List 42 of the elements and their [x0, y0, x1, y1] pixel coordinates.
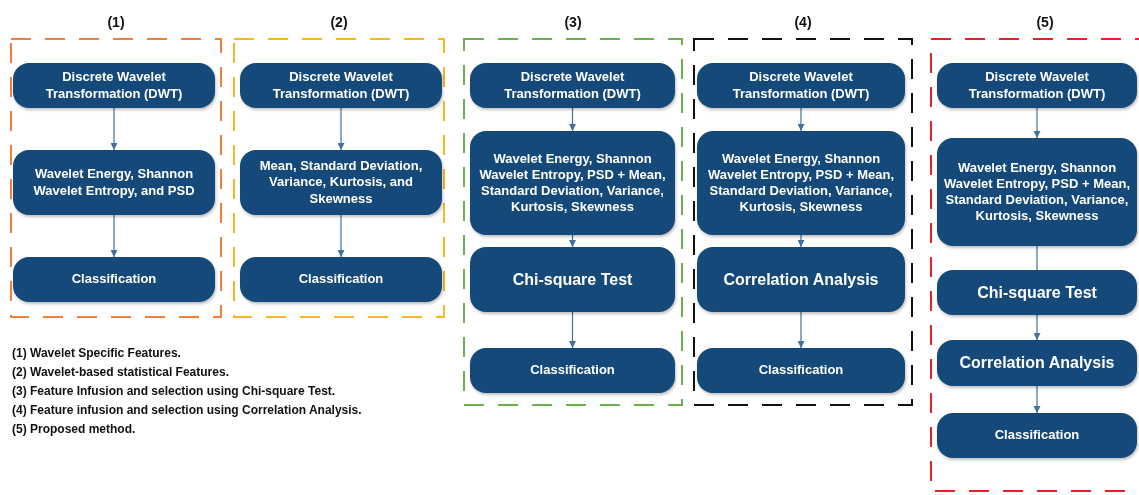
group-heading: (3) [563, 14, 583, 30]
arrow [797, 234, 805, 248]
process-box: Wavelet Energy, Shannon Wavelet Entropy, PSD + Mean, Standard Deviation, Variance, Kurtosis, Skewness [697, 131, 905, 235]
process-box: Classification [697, 348, 905, 393]
legend-note: (5) Proposed method. [12, 422, 137, 436]
legend-note: (2) Wavelet-based statistical Features. [12, 365, 230, 379]
process-box: Discrete Wavelet Transformation (DWT) [697, 63, 905, 108]
process-box: Discrete Wavelet Transformation (DWT) [240, 63, 442, 108]
arrow [110, 107, 118, 151]
arrow [569, 234, 576, 248]
process-box: Correlation Analysis [697, 247, 905, 312]
process-box: Mean, Standard Deviation, Variance, Kurtosis, and Skewness [240, 150, 442, 215]
process-box: Classification [470, 348, 675, 393]
arrow [797, 107, 805, 132]
arrow [1033, 107, 1041, 139]
process-box: Chi-square Test [937, 270, 1137, 315]
arrow [797, 311, 805, 349]
process-box: Classification [240, 257, 442, 302]
arrow [110, 214, 118, 258]
process-box: Wavelet Energy, Shannon Wavelet Entropy, PSD + Mean, Standard Deviation, Variance, Kurtosis, Skewness [470, 131, 675, 235]
process-box: Discrete Wavelet Transformation (DWT) [13, 63, 215, 108]
process-box: Classification [13, 257, 215, 302]
arrow [337, 107, 345, 151]
process-box: Wavelet Energy, Shannon Wavelet Entropy, and PSD [13, 150, 215, 215]
arrow [1033, 385, 1041, 414]
process-box: Correlation Analysis [937, 340, 1137, 386]
arrow [569, 107, 576, 132]
arrow [1033, 314, 1041, 341]
group-heading: (1) [106, 14, 126, 30]
legend-note: (4) Feature infusion and selection using Correlation Analysis. [12, 403, 362, 417]
process-box: Chi-square Test [470, 247, 675, 312]
legend-note: (1) Wavelet Specific Features. [12, 346, 182, 360]
process-box: Classification [937, 413, 1137, 458]
process-box: Wavelet Energy, Shannon Wavelet Entropy, PSD + Mean, Standard Deviation, Variance, Kurtosis, Skewness [937, 138, 1137, 246]
group-heading: (4) [793, 14, 813, 30]
group-heading: (5) [1035, 14, 1055, 30]
process-box: Discrete Wavelet Transformation (DWT) [937, 63, 1137, 108]
group-heading: (2) [329, 14, 349, 30]
process-box: Discrete Wavelet Transformation (DWT) [470, 63, 675, 108]
arrow [337, 214, 345, 258]
arrow [569, 311, 576, 349]
legend-note: (3) Feature Infusion and selection using Chi-square Test. [12, 384, 337, 398]
